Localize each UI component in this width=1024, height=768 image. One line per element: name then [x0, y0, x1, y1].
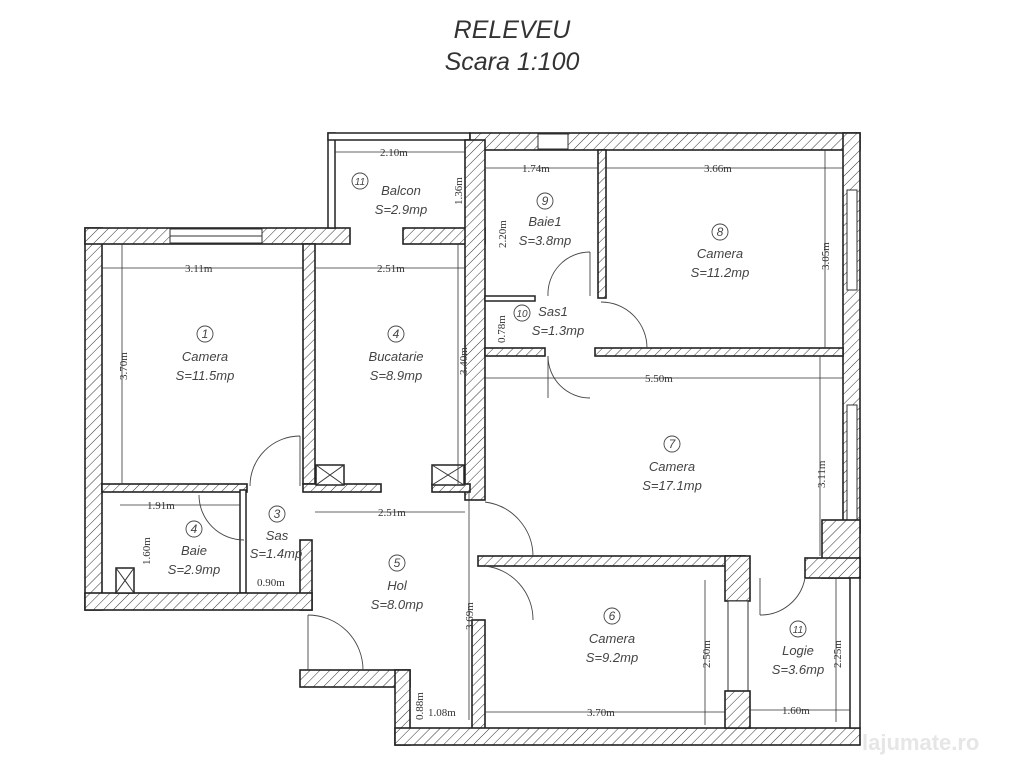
dim-hol-width: 2.51m — [378, 507, 406, 519]
room-area: S=1.3mp — [532, 323, 584, 338]
dim-baie-width: 1.91m — [147, 500, 175, 512]
dim-balcon-width: 2.10m — [380, 147, 408, 159]
room-area: S=8.9mp — [370, 368, 422, 383]
room-area: S=3.8mp — [519, 233, 571, 248]
dim-step-width: 1.08m — [428, 707, 456, 719]
dim-cam7-height: 3.11m — [816, 460, 828, 488]
room-name: Hol — [387, 578, 408, 593]
dim-logie-width: 1.60m — [782, 705, 810, 717]
room-number: 5 — [394, 556, 401, 570]
room-name: Baie — [181, 543, 207, 558]
room-number: 11 — [793, 625, 803, 636]
room-name: Camera — [697, 246, 743, 261]
room-area: S=11.5mp — [176, 368, 235, 383]
room-name: Bucatarie — [369, 349, 424, 364]
dim-cam8-height: 3.05m — [820, 242, 832, 270]
dim-baie1-width: 1.74m — [522, 163, 550, 175]
dimension-lines — [102, 150, 850, 725]
dimension-labels: 2.10m 1.36m 3.11m 3.70m 2.51m 3.40m 1.74… — [118, 147, 844, 720]
dim-cam7-width: 5.50m — [645, 373, 673, 385]
room-area: S=17.1mp — [642, 478, 702, 493]
doors — [198, 251, 806, 671]
room-number: 7 — [669, 437, 677, 451]
dim-cam1-height: 3.70m — [118, 352, 130, 380]
dim-cam8-width: 3.66m — [704, 163, 732, 175]
dim-sas-width: 0.90m — [257, 577, 285, 589]
watermark: lajumate.ro — [862, 730, 979, 755]
room-name: Camera — [182, 349, 228, 364]
room-name: Logie — [782, 643, 814, 658]
room-name: Sas — [266, 528, 289, 543]
dim-buc-width: 2.51m — [377, 263, 405, 275]
dim-balcon-height: 1.36m — [453, 177, 465, 205]
room-number: 6 — [609, 609, 616, 623]
plan-scale: Scara 1:100 — [444, 48, 580, 76]
room-area: S=8.0mp — [371, 597, 423, 612]
room-number: 9 — [542, 194, 549, 208]
room-labels: 1 Camera S=11.5mp 4 Bucatarie S=8.9mp 11… — [168, 172, 824, 677]
room-number: 11 — [355, 177, 365, 188]
dim-cam6-width: 3.70m — [587, 707, 615, 719]
dim-sas1-height: 0.78m — [496, 315, 508, 343]
room-number: 1 — [202, 327, 209, 341]
dim-hol-height: 3.69m — [464, 602, 476, 630]
room-area: S=3.6mp — [772, 662, 824, 677]
plan-title: RELEVEU — [453, 16, 571, 44]
room-name: Camera — [649, 459, 695, 474]
room-area: S=11.2mp — [691, 265, 750, 280]
room-area: S=2.9mp — [375, 202, 427, 217]
walls — [84, 132, 861, 746]
dim-baie-height: 1.60m — [141, 537, 153, 565]
dim-logie-height: 2.25m — [832, 640, 844, 668]
room-number: 4 — [393, 327, 400, 341]
dim-step-height: 0.88m — [414, 692, 426, 720]
room-name: Sas1 — [538, 304, 568, 319]
room-number: 10 — [516, 309, 528, 320]
room-area: S=9.2mp — [586, 650, 638, 665]
dim-buc-height: 3.40m — [458, 347, 470, 375]
room-name: Balcon — [381, 183, 421, 198]
room-number: 3 — [274, 507, 281, 521]
dim-baie1-height: 2.20m — [497, 220, 509, 248]
dim-cam1-width: 3.11m — [185, 263, 213, 275]
room-name: Camera — [589, 631, 635, 646]
room-name: Baie1 — [528, 214, 561, 229]
room-area: S=1.4mp — [250, 546, 302, 561]
room-area: S=2.9mp — [168, 562, 220, 577]
room-number: 4 — [191, 522, 198, 536]
room-number: 8 — [717, 225, 724, 239]
dim-cam6-height: 2.50m — [701, 640, 713, 668]
